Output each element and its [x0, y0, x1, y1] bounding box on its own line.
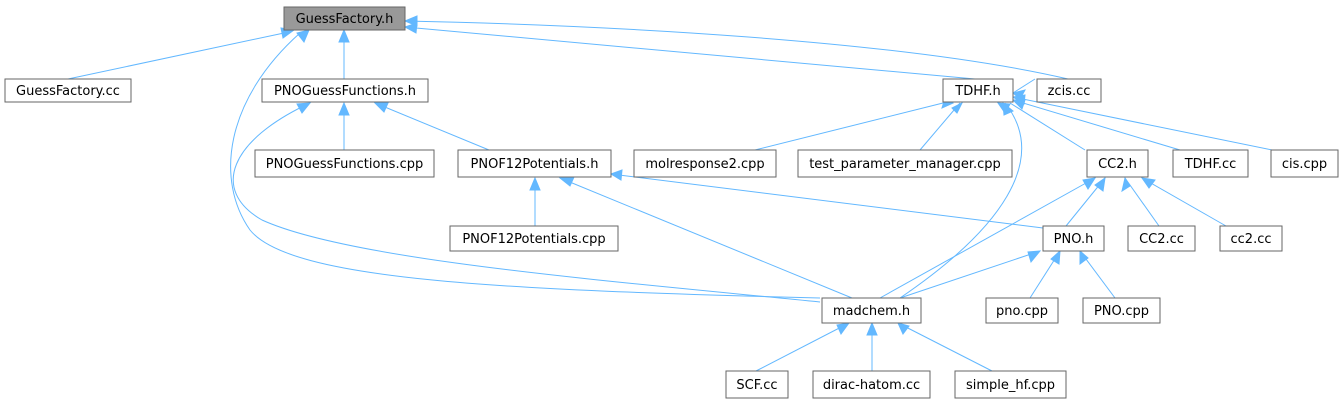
- node-pnof12potentials-cpp[interactable]: PNOF12Potentials.cpp: [449, 225, 619, 252]
- arrowhead: [609, 169, 623, 181]
- edge-cc2-cc-upper: [1124, 177, 1160, 227]
- node-scf-cc[interactable]: SCF.cc: [725, 370, 789, 399]
- edge-cc2-cc-lower: [1141, 177, 1227, 227]
- node-pno-cpp-lower[interactable]: pno.cpp: [985, 297, 1059, 324]
- node-pnoguessfunctions-cpp[interactable]: PNOGuessFunctions.cpp: [254, 149, 435, 178]
- node-label: PNOF12Potentials.cpp: [462, 232, 605, 247]
- arrowhead: [403, 22, 418, 34]
- node-zcis-cc[interactable]: zcis.cc: [1036, 78, 1102, 103]
- node-label: molresponse2.cpp: [645, 157, 764, 172]
- node-label: SCF.cc: [736, 378, 777, 393]
- node-pno-h[interactable]: PNO.h: [1042, 225, 1105, 252]
- arrowhead: [866, 321, 878, 336]
- node-molresponse2-cpp[interactable]: molresponse2.cpp: [633, 149, 777, 178]
- node-cis-cpp[interactable]: cis.cpp: [1270, 149, 1339, 178]
- node-cc2-cc-lower[interactable]: cc2.cc: [1219, 225, 1283, 252]
- arrowhead: [296, 102, 312, 114]
- node-label: simple_hf.cpp: [966, 378, 1055, 393]
- arrowhead: [1121, 176, 1131, 193]
- edge-cc2-h: [1009, 102, 1086, 151]
- arrowhead: [1002, 101, 1014, 116]
- node-label: madchem.h: [833, 304, 910, 319]
- edge-zcis-from-tdhf: [1012, 78, 1036, 94]
- edges: [67, 15, 1273, 372]
- node-label: dirac-hatom.cc: [823, 378, 920, 393]
- arrowhead: [338, 28, 350, 43]
- arrowhead: [836, 322, 851, 335]
- edge-guessfactory-cc: [67, 32, 285, 80]
- arrowhead: [558, 176, 575, 187]
- node-label: cc2.cc: [1231, 232, 1272, 247]
- arrowhead: [296, 29, 310, 43]
- edge-pno-h-from-pnof12: [610, 173, 1044, 229]
- arrowhead: [951, 101, 964, 114]
- arrowhead: [529, 176, 541, 191]
- arrowhead: [1094, 176, 1106, 192]
- node-cc2-h[interactable]: CC2.h: [1086, 149, 1149, 178]
- arrowhead: [897, 322, 910, 335]
- edge-molresponse2: [754, 102, 944, 151]
- edge-madchem-from-pno: [899, 250, 1041, 299]
- node-label: TDHF.h: [954, 84, 1001, 99]
- node-pno-cpp-upper[interactable]: PNO.cpp: [1082, 297, 1161, 324]
- node-tdhf-cc[interactable]: TDHF.cc: [1172, 149, 1249, 178]
- arrowhead: [1027, 250, 1042, 264]
- arrowhead: [338, 101, 350, 116]
- node-label: test_parameter_manager.cpp: [809, 157, 1001, 172]
- edge-madchem-from-pnof12: [559, 177, 853, 299]
- arrowhead: [373, 102, 389, 113]
- edge-simple-hf: [897, 322, 993, 372]
- edge-test-param: [919, 102, 961, 151]
- node-label: TDHF.cc: [1184, 157, 1237, 172]
- node-label: PNOGuessFunctions.cpp: [266, 157, 424, 172]
- edge-madchem-from-pnoguess: [232, 102, 821, 303]
- edge-zcis-from-guessfactory: [404, 20, 1069, 80]
- node-simple-hf-cpp[interactable]: simple_hf.cpp: [954, 370, 1067, 399]
- node-label: PNO.cpp: [1094, 304, 1149, 319]
- node-label: cis.cpp: [1282, 157, 1327, 172]
- edge-madchem-from-tdhf: [899, 102, 1023, 299]
- arrowhead: [1082, 177, 1097, 190]
- node-label: PNOGuessFunctions.h: [274, 84, 416, 99]
- node-label: pno.cpp: [996, 304, 1048, 319]
- edge-pnof12potentials-h-from-pnoguess: [374, 102, 490, 151]
- edge-tdhf-cc: [1012, 99, 1181, 151]
- node-label: zcis.cc: [1048, 84, 1091, 99]
- arrowhead: [1079, 249, 1089, 265]
- edge-cis-cpp: [1012, 96, 1273, 151]
- node-guessfactory-cc[interactable]: GuessFactory.cc: [4, 78, 132, 103]
- node-cc2-cc-upper[interactable]: CC2.cc: [1127, 225, 1196, 252]
- edge-madchem-from-guessfactory: [230, 32, 821, 299]
- node-label: GuessFactory.cc: [16, 84, 120, 99]
- node-test-parameter-manager-cpp[interactable]: test_parameter_manager.cpp: [797, 149, 1013, 178]
- node-label: GuessFactory.h: [296, 12, 394, 27]
- arrowhead: [1050, 249, 1061, 265]
- node-pnof12potentials-h[interactable]: PNOF12Potentials.h: [457, 149, 612, 178]
- node-label: PNOF12Potentials.h: [471, 157, 599, 172]
- node-madchem-h[interactable]: madchem.h: [821, 297, 922, 324]
- node-pnoguessfunctions-h[interactable]: PNOGuessFunctions.h: [261, 78, 429, 103]
- edge-madchem-from-cc2: [879, 177, 1096, 299]
- node-label: PNO.h: [1054, 232, 1094, 247]
- arrowhead: [1140, 177, 1156, 189]
- arrowhead: [1011, 94, 1026, 105]
- edge-tdhf-h-from-guessfactory: [404, 26, 976, 80]
- node-tdhf-h[interactable]: TDHF.h: [942, 78, 1014, 103]
- arrowhead: [403, 15, 418, 27]
- node-dirac-hatom-cc[interactable]: dirac-hatom.cc: [812, 370, 931, 399]
- node-label: CC2.h: [1098, 157, 1137, 172]
- edge-scf-cc: [755, 322, 850, 372]
- node-label: CC2.cc: [1139, 232, 1184, 247]
- node-guessfactory-h[interactable]: GuessFactory.h: [283, 6, 406, 31]
